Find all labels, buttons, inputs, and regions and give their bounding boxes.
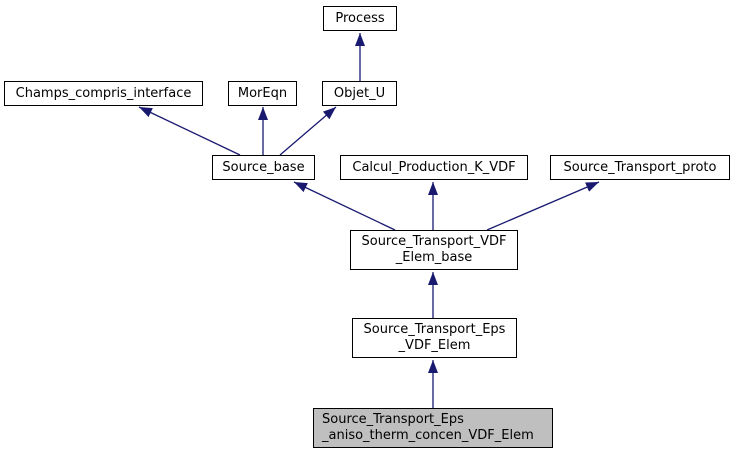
node-process-label: Process xyxy=(335,10,385,26)
node-moreqn-label: MorEqn xyxy=(237,85,288,101)
node-champs-compris-interface-label: Champs_compris_interface xyxy=(15,85,192,101)
node-source-transport-vdf-elem-base-label: Source_Transport_VDF _Elem_base xyxy=(361,234,507,265)
node-champs-compris-interface[interactable]: Champs_compris_interface xyxy=(4,81,203,106)
edge-source-base-to-champs xyxy=(138,106,241,156)
node-source-transport-eps-aniso-therm-concen-vdf-elem: Source_Transport_Eps _aniso_therm_concen… xyxy=(313,408,553,448)
node-source-transport-eps-vdf-elem[interactable]: Source_Transport_Eps _VDF_Elem xyxy=(352,318,517,358)
node-source-transport-proto[interactable]: Source_Transport_proto xyxy=(550,155,730,180)
node-source-base-label: Source_base xyxy=(222,159,305,175)
node-objet-u-label: Objet_U xyxy=(333,85,386,101)
node-source-transport-vdf-elem-base[interactable]: Source_Transport_VDF _Elem_base xyxy=(350,230,518,270)
node-source-transport-proto-label: Source_Transport_proto xyxy=(563,159,717,175)
edge-source-base-to-objet-u xyxy=(279,106,337,156)
node-moreqn[interactable]: MorEqn xyxy=(228,81,297,106)
node-process[interactable]: Process xyxy=(323,6,397,31)
node-source-transport-eps-aniso-therm-concen-vdf-elem-label: Source_Transport_Eps _aniso_therm_concen… xyxy=(322,412,534,443)
node-source-base[interactable]: Source_base xyxy=(212,155,315,180)
node-calcul-production-k-vdf[interactable]: Calcul_Production_K_VDF xyxy=(340,155,528,180)
node-source-transport-eps-vdf-elem-label: Source_Transport_Eps _VDF_Elem xyxy=(363,322,506,353)
node-calcul-production-k-vdf-label: Calcul_Production_K_VDF xyxy=(352,159,516,175)
edge-vdf-elem-base-to-source-base xyxy=(293,181,396,231)
node-objet-u[interactable]: Objet_U xyxy=(322,81,397,106)
edge-vdf-elem-base-to-proto xyxy=(486,181,600,231)
